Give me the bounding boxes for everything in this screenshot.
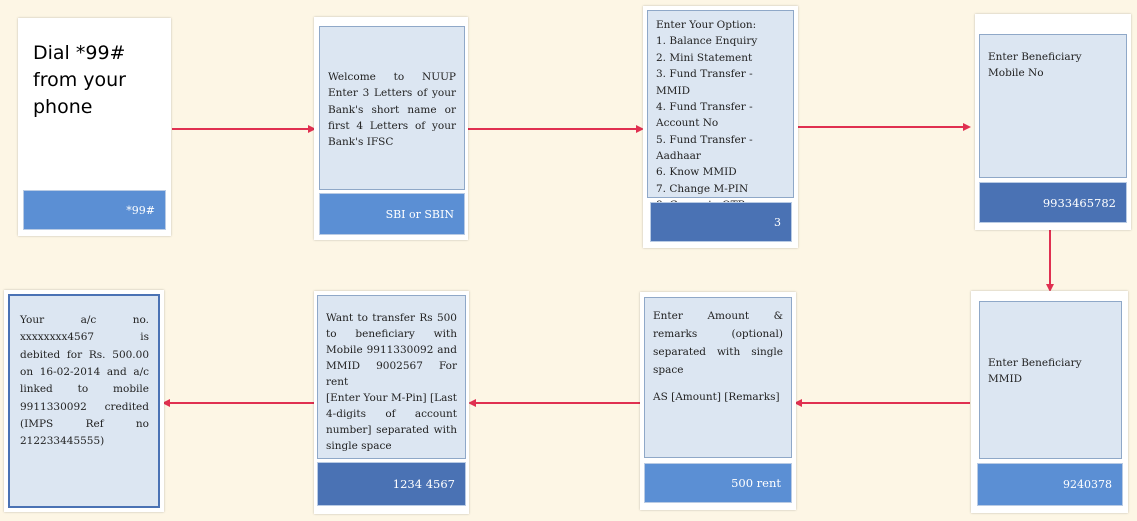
step7-input: 1234 4567	[317, 462, 466, 506]
step1-input: *99#	[23, 190, 166, 230]
step5-phone: Enter Beneficiary MMID 9240378	[971, 291, 1128, 513]
step7-confirmation: Want to transfer Rs 500 to beneficiary w…	[326, 312, 457, 388]
step4-phone: Enter Beneficiary Mobile No 9933465782	[975, 14, 1131, 230]
step2-screen: Welcome to NUUP Enter 3 Letters of your …	[319, 26, 465, 190]
step4-screen: Enter Beneficiary Mobile No	[979, 34, 1127, 178]
step1-phone: Dial *99# from your phone *99#	[18, 18, 171, 236]
step7-pin-instruction: [Enter Your M-Pin] [Last 4-digits of acc…	[326, 391, 457, 452]
step3-screen: Enter Your Option: 1. Balance Enquiry 2.…	[647, 10, 794, 211]
step6-input: 500 rent	[644, 463, 792, 503]
menu-option-change-mpin: 7. Change M-PIN	[656, 182, 749, 195]
menu-option-fund-transfer-mmid: 3. Fund Transfer - MMID	[656, 68, 753, 97]
step2-input: SBI or SBIN	[319, 193, 465, 235]
step8-message: Your a/c no. xxxxxxxx4567 is debited for…	[20, 314, 149, 448]
step4-input: 9933465782	[979, 182, 1127, 223]
step4-prompt: Enter Beneficiary Mobile No	[988, 51, 1082, 80]
step7-screen: Want to transfer Rs 500 to beneficiary w…	[317, 295, 466, 459]
step6-screen: Enter Amount & remarks (optional) separa…	[644, 297, 792, 458]
menu-option-balance-enquiry: 1. Balance Enquiry	[656, 35, 758, 48]
step8-screen: Your a/c no. xxxxxxxx4567 is debited for…	[8, 294, 160, 508]
step8-phone: Your a/c no. xxxxxxxx4567 is debited for…	[4, 290, 164, 512]
menu-option-know-mmid: 6. Know MMID	[656, 166, 737, 179]
step3-phone: Enter Your Option: 1. Balance Enquiry 2.…	[643, 6, 798, 248]
step3-input: 3	[650, 202, 792, 242]
step6-format-hint: AS [Amount] [Remarks]	[653, 391, 780, 404]
step5-screen: Enter Beneficiary MMID	[979, 301, 1122, 459]
menu-option-fund-transfer-account: 4. Fund Transfer - Account No	[656, 100, 753, 130]
step6-prompt: Enter Amount & remarks (optional) separa…	[653, 310, 783, 376]
step6-phone: Enter Amount & remarks (optional) separa…	[640, 292, 796, 510]
step7-phone: Want to transfer Rs 500 to beneficiary w…	[314, 291, 469, 514]
step2-prompt: Welcome to NUUP Enter 3 Letters of your …	[328, 71, 456, 149]
step3-heading: Enter Your Option:	[656, 19, 757, 31]
step5-input: 9240378	[977, 463, 1123, 506]
menu-option-mini-statement: 2. Mini Statement	[656, 51, 753, 64]
menu-option-fund-transfer-aadhaar: 5. Fund Transfer - Aadhaar	[656, 133, 753, 162]
step5-prompt: Enter Beneficiary MMID	[988, 357, 1082, 386]
step2-phone: Welcome to NUUP Enter 3 Letters of your …	[314, 17, 468, 240]
step1-instruction: Dial *99# from your phone	[33, 42, 126, 118]
